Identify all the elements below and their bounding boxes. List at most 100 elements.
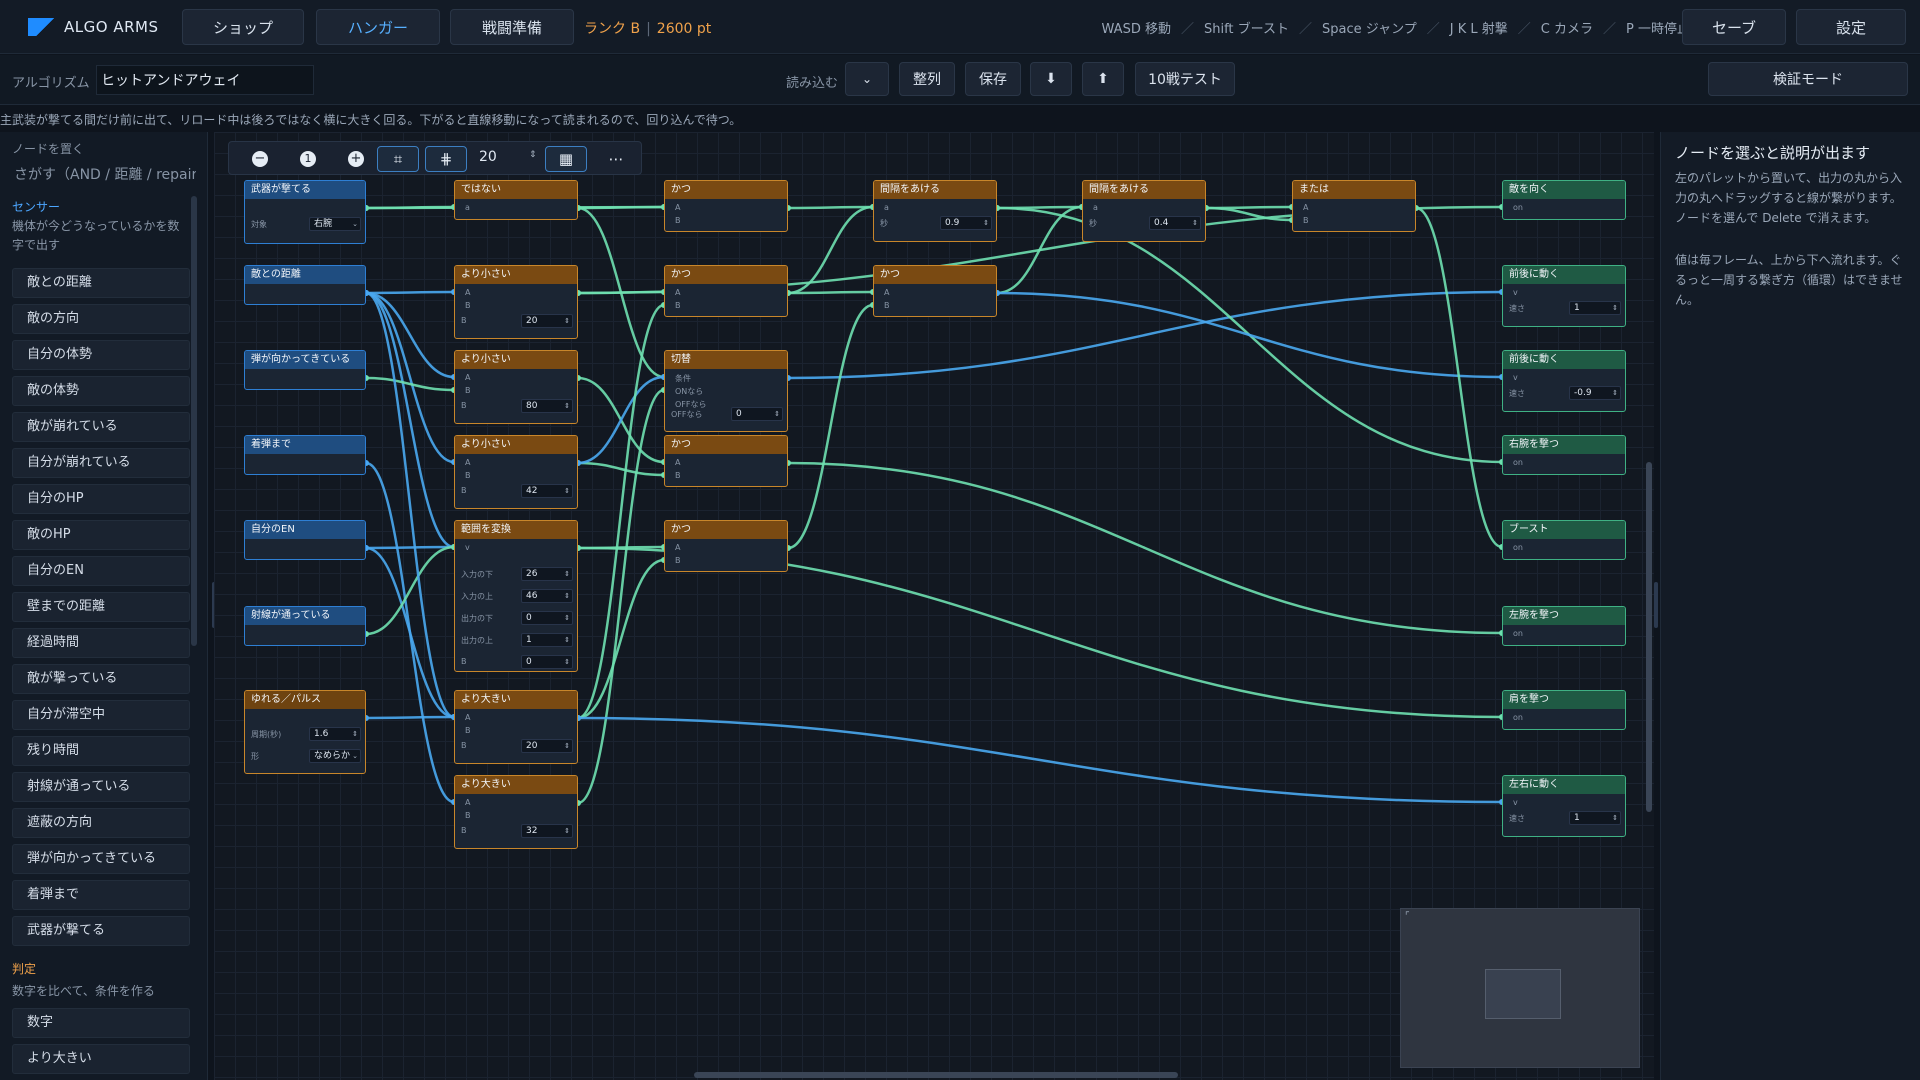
node-select[interactable]: 右腕⌄ (309, 217, 361, 231)
wire[interactable] (577, 205, 665, 210)
node-title[interactable]: 前後に動く (1503, 266, 1625, 284)
node-title[interactable]: より大きい (455, 776, 577, 794)
node-impact[interactable]: 着弾まで (244, 435, 366, 475)
snap-grid-button[interactable]: ⌗ (377, 146, 419, 172)
palette-item[interactable]: 敵の体勢 (12, 376, 190, 406)
canvas-horizontal-scrollbar[interactable] (694, 1072, 1178, 1078)
node-title[interactable]: かつ (665, 181, 787, 199)
save-game-button[interactable]: セーブ (1682, 9, 1786, 45)
node-title[interactable]: より小さい (455, 266, 577, 284)
save-algorithm-button[interactable]: 保存 (965, 62, 1021, 96)
node-title[interactable]: ゆれる／パルス (245, 691, 365, 709)
node-number-input[interactable]: 1⇕ (1569, 301, 1621, 315)
wire[interactable] (365, 545, 455, 550)
palette-search-input[interactable]: さがす（AND / 距離 / repair） (14, 167, 196, 183)
palette-item[interactable]: 敵の方向 (12, 304, 190, 334)
palette-item[interactable]: 弾が向かってきている (12, 844, 190, 874)
nav-shop-button[interactable]: ショップ (182, 9, 304, 45)
wire[interactable] (365, 545, 455, 636)
auto-align-button[interactable]: ⋕ (425, 146, 467, 172)
info-resize-handle[interactable] (1654, 582, 1658, 628)
algorithm-name-input[interactable]: ヒットアンドアウェイ (96, 65, 314, 95)
node-title[interactable]: より小さい (455, 436, 577, 454)
node-number-input[interactable]: 26⇕ (521, 567, 573, 581)
settings-button[interactable]: 設定 (1796, 9, 1906, 45)
node-pulse[interactable]: ゆれる／パルス周期(秒)1.6⇕形なめらか⌄ (244, 690, 366, 774)
palette-item[interactable]: 自分のEN (12, 556, 190, 586)
palette-item[interactable]: 自分の体勢 (12, 340, 190, 370)
wire[interactable] (365, 715, 455, 720)
node-en[interactable]: 自分のEN (244, 520, 366, 560)
palette-item[interactable]: 壁までの距離 (12, 592, 190, 622)
download-button[interactable]: ⬇ (1030, 62, 1072, 96)
palette-item[interactable]: より大きい (12, 1044, 190, 1074)
node-title[interactable]: 弾が向かってきている (245, 351, 365, 369)
palette-item[interactable]: 残り時間 (12, 736, 190, 766)
wire[interactable] (577, 461, 665, 477)
wire[interactable] (577, 558, 665, 720)
wire[interactable] (787, 290, 874, 295)
wire[interactable] (577, 303, 665, 720)
arrange-button[interactable]: 整列 (899, 62, 955, 96)
wire[interactable] (787, 205, 874, 210)
node-number-input[interactable]: 42⇕ (521, 484, 573, 498)
node-number-input[interactable]: 0.9⇕ (940, 216, 992, 230)
more-options-button[interactable]: ⋯ (595, 146, 637, 172)
node-title[interactable]: より小さい (455, 351, 577, 369)
palette-item[interactable]: 自分が滞空中 (12, 700, 190, 730)
node-title[interactable]: かつ (665, 436, 787, 454)
node-title[interactable]: かつ (665, 521, 787, 539)
verify-mode-button[interactable]: 検証モード (1708, 62, 1908, 96)
wire[interactable] (365, 291, 455, 719)
wire[interactable] (365, 291, 455, 464)
stepper-icon[interactable]: ⇕ (529, 150, 537, 160)
upload-button[interactable]: ⬆ (1082, 62, 1124, 96)
wire[interactable] (365, 291, 455, 549)
node-title[interactable]: ブースト (1503, 521, 1625, 539)
palette-item[interactable]: 敵のHP (12, 520, 190, 550)
palette-item[interactable]: 数字 (12, 1008, 190, 1038)
wire[interactable] (577, 546, 1503, 719)
node-number-input[interactable]: 46⇕ (521, 589, 573, 603)
wire[interactable] (996, 291, 1503, 379)
node-number-input[interactable]: 20⇕ (521, 314, 573, 328)
wire[interactable] (577, 375, 665, 465)
node-number-input[interactable]: 1⇕ (521, 633, 573, 647)
node-title[interactable]: 右腕を撃つ (1503, 436, 1625, 454)
node-dist[interactable]: 敵との距離 (244, 265, 366, 305)
node-number-input[interactable]: 1⇕ (1569, 811, 1621, 825)
wire[interactable] (577, 388, 665, 805)
zoom-reset-button[interactable]: 1 (287, 146, 329, 172)
wire[interactable] (787, 461, 1503, 635)
palette-scrollbar[interactable] (191, 196, 197, 646)
node-title[interactable]: かつ (665, 266, 787, 284)
node-title[interactable]: 間隔をあける (1083, 181, 1205, 199)
zoom-in-button[interactable]: + (335, 146, 377, 172)
node-number-input[interactable]: 0⇕ (731, 407, 783, 421)
palette-item[interactable]: 敵が崩れている (12, 412, 190, 442)
node-title[interactable]: 射線が通っている (245, 607, 365, 625)
palette-item[interactable]: 自分が崩れている (12, 448, 190, 478)
node-number-input[interactable]: 1.6⇕ (309, 727, 361, 741)
node-title[interactable]: より大きい (455, 691, 577, 709)
nav-hangar-button[interactable]: ハンガー (316, 9, 440, 45)
node-title[interactable]: 敵との距離 (245, 266, 365, 284)
palette-item[interactable]: 敵との距離 (12, 268, 190, 298)
